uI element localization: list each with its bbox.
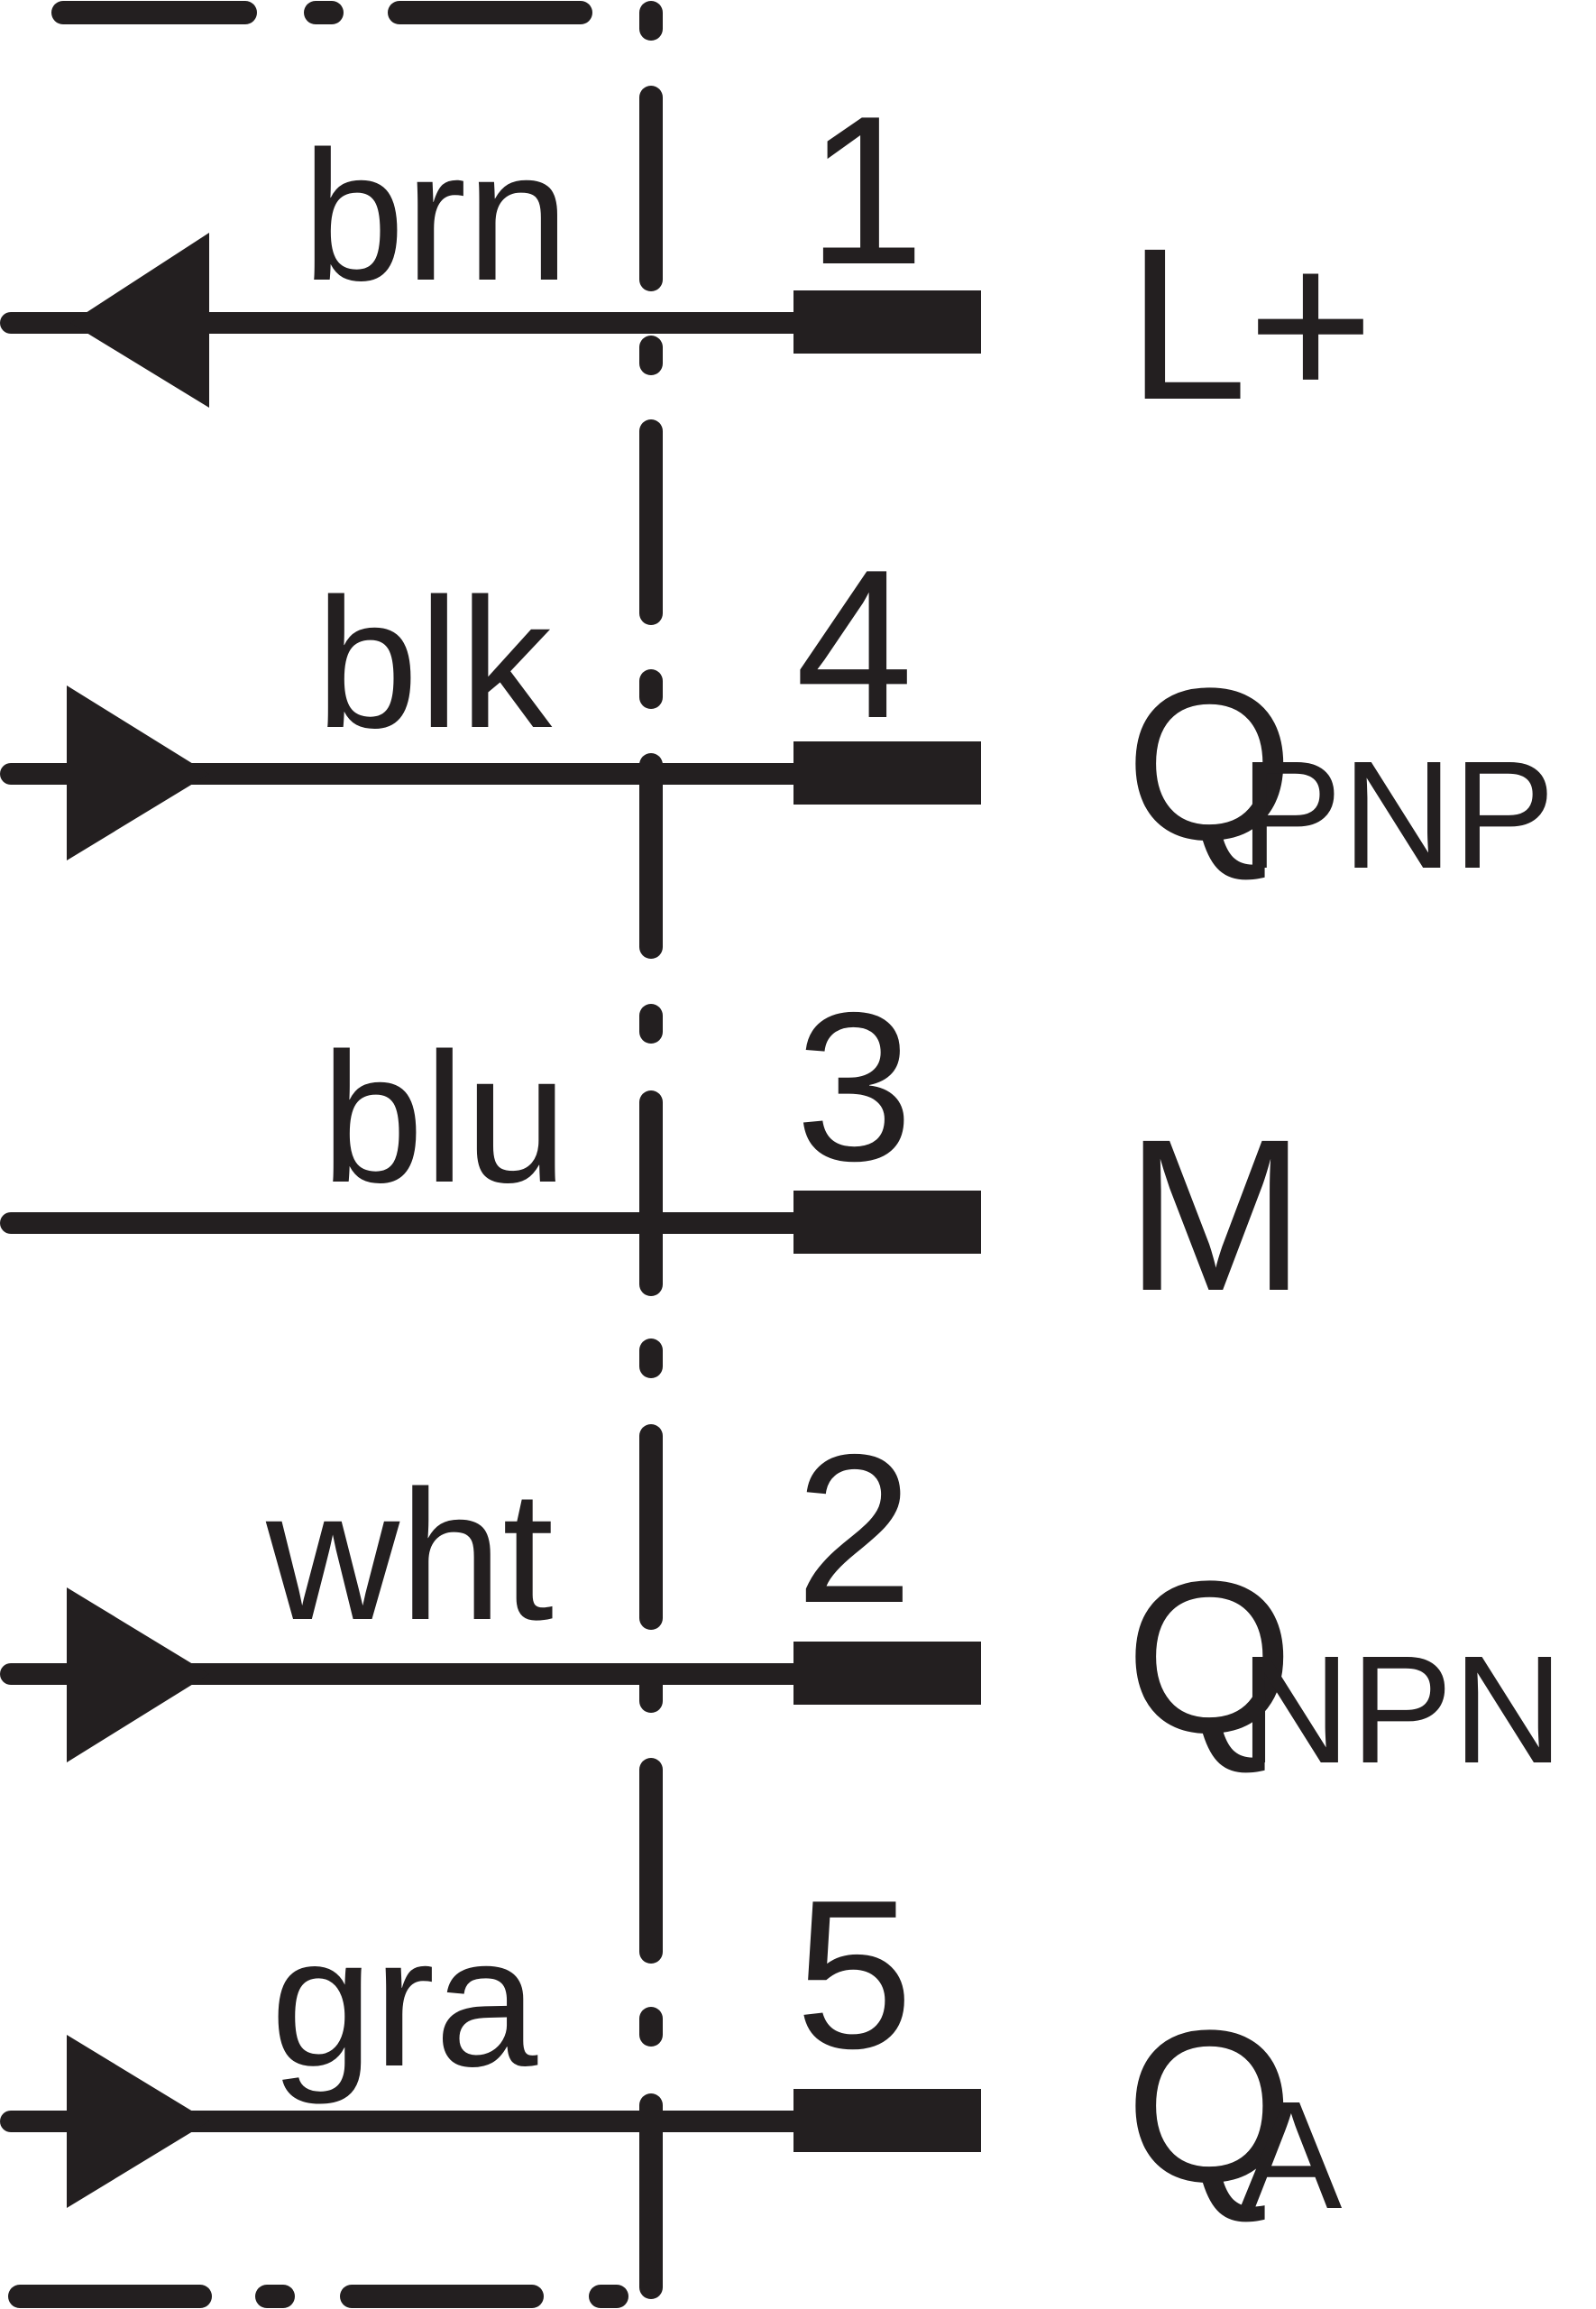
terminal-5-row: gra 5 Q A [0,1855,1343,2241]
signal-subscript: A [1240,2070,1343,2241]
pin-number: 3 [795,968,913,1205]
housing-outline [8,1,663,2308]
pin-block-2 [793,1642,981,1705]
arrow-right-icon [67,2035,209,2208]
signal-subscript: NPN [1240,1624,1564,1796]
terminal-3-row: blu 3 M [0,968,1306,1336]
pin-number: 5 [795,1855,913,2093]
arrow-right-icon [67,685,209,860]
terminal-2-row: wht 2 Q NPN [0,1410,1564,1796]
signal-subscript: PNP [1240,730,1555,901]
arrow-left-icon [70,233,209,408]
pin-block-5 [793,2089,981,2152]
wire-color-label: gra [271,1899,538,2105]
pin-block-3 [793,1191,981,1254]
pin-number: 4 [795,525,913,762]
pin-number: 1 [807,71,925,308]
signal-name: M [1125,1094,1306,1336]
signal-name: L+ [1127,203,1374,445]
pin-block-1 [793,290,981,354]
wire-color-label: blk [316,560,553,767]
wire-color-label: blu [321,1015,568,1221]
signal-suffix: + [1247,203,1373,445]
pin-block-4 [793,741,981,805]
pin-number: 2 [795,1410,913,1647]
terminal-1-row: brn 1 L+ [0,71,1374,445]
signal-name: Q [1125,1985,1294,2227]
signal-name: Q [1125,1536,1294,1778]
signal-name: Q [1125,643,1294,885]
terminal-4-row: blk 4 Q PNP [0,525,1555,901]
wire-color-label: brn [302,113,569,319]
arrow-right-icon [67,1587,209,1762]
wire-color-label: wht [265,1452,554,1659]
